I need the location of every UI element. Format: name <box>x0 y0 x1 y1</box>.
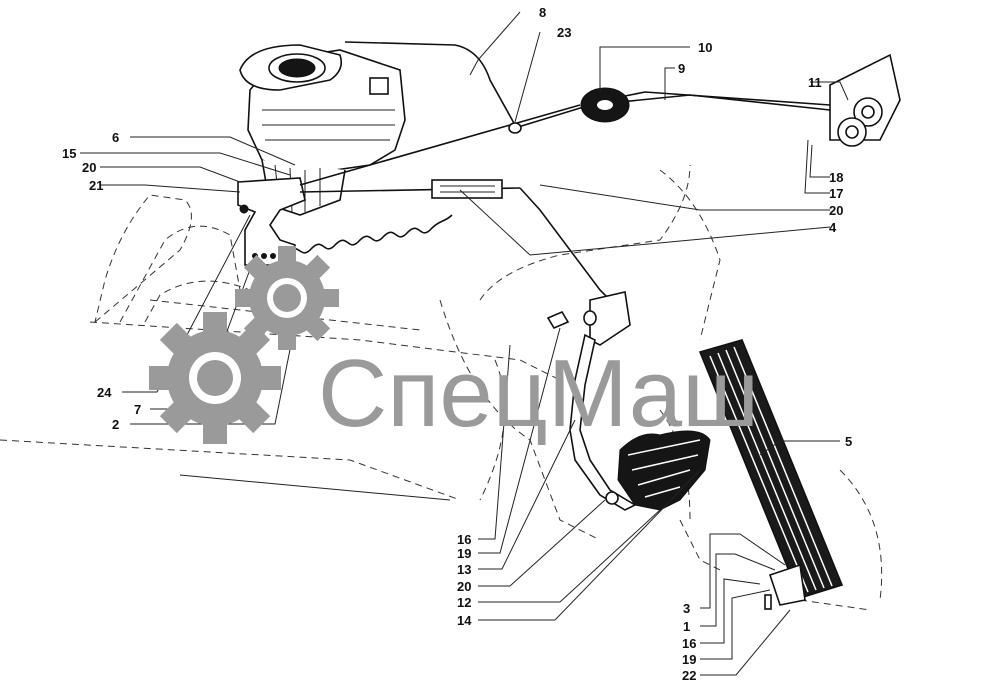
label-23: 23 <box>557 25 571 40</box>
label-15: 15 <box>62 146 76 161</box>
label-22: 22 <box>682 668 696 683</box>
label-20: 20 <box>82 160 96 175</box>
watermark-gear-small <box>235 246 339 350</box>
label-20: 20 <box>829 203 843 218</box>
pedal-lever <box>546 291 637 511</box>
label-6: 6 <box>112 130 119 145</box>
cable-bracket <box>829 53 901 147</box>
watermark-text: СпецМаш <box>318 340 759 447</box>
label-16: 16 <box>682 636 696 651</box>
pedal-boot <box>617 430 711 511</box>
label-5: 5 <box>845 434 852 449</box>
label-2: 2 <box>112 417 119 432</box>
label-11: 11 <box>808 75 822 90</box>
watermark-gear-large <box>149 312 281 444</box>
cables <box>299 41 831 186</box>
label-13: 13 <box>457 562 471 577</box>
label-17: 17 <box>829 186 843 201</box>
label-14: 14 <box>457 613 472 628</box>
return-spring <box>284 214 453 254</box>
label-19: 19 <box>457 546 471 561</box>
label-3: 3 <box>683 601 690 616</box>
label-10: 10 <box>698 40 712 55</box>
label-21: 21 <box>89 178 103 193</box>
label-19: 19 <box>682 652 696 667</box>
label-24: 24 <box>97 385 112 400</box>
label-12: 12 <box>457 595 471 610</box>
watermark-logo: СпецМаш <box>149 246 759 447</box>
label-8: 8 <box>539 5 546 20</box>
accelerator-pedal <box>698 339 844 610</box>
connecting-rod <box>299 179 611 301</box>
label-16: 16 <box>457 532 471 547</box>
label-7: 7 <box>134 402 141 417</box>
label-18: 18 <box>829 170 843 185</box>
label-20: 20 <box>457 579 471 594</box>
label-9: 9 <box>678 61 685 76</box>
label-4: 4 <box>829 220 837 235</box>
throttle-bracket <box>237 177 306 266</box>
label-1: 1 <box>683 619 690 634</box>
part-labels: 8 23 10 9 11 6 15 20 21 18 17 20 4 24 7 … <box>62 5 852 683</box>
